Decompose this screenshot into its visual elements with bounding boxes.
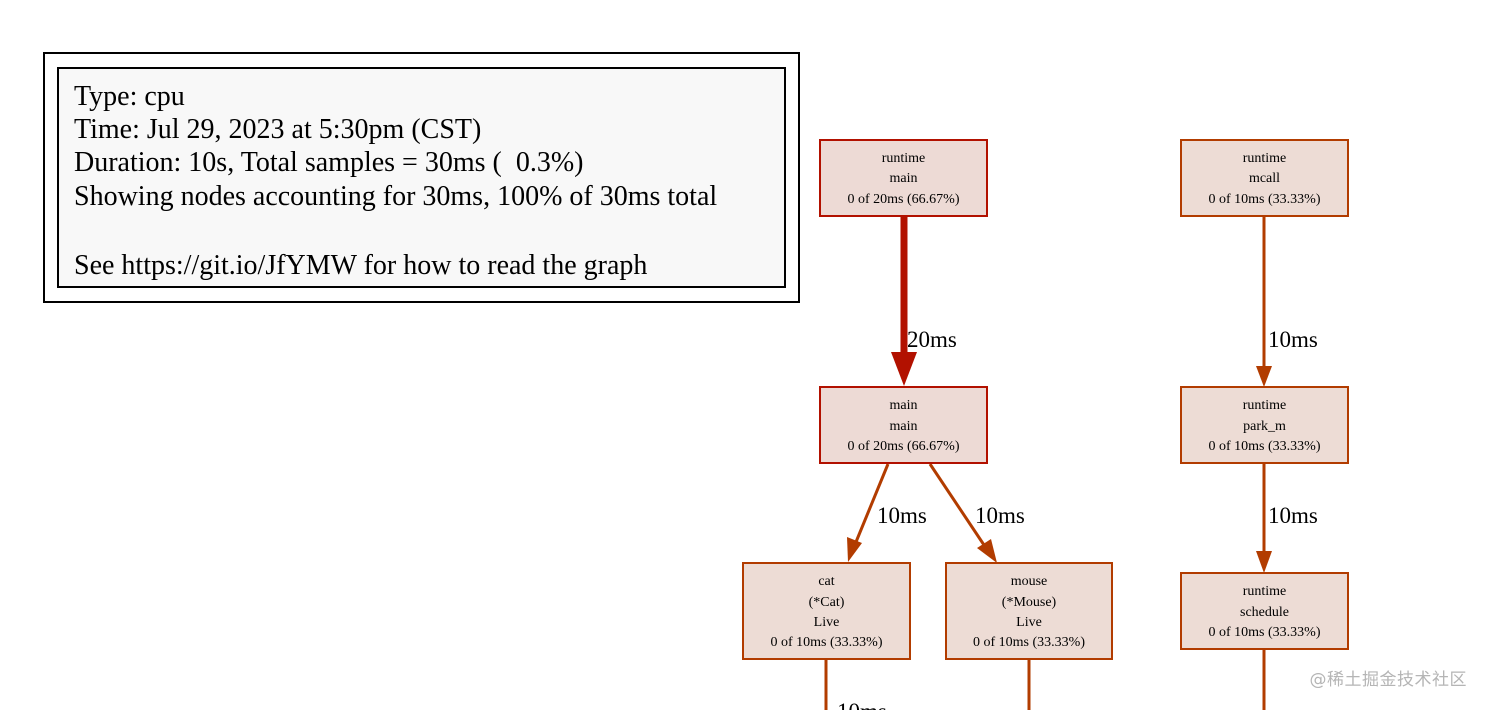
node-line: 0 of 10ms (33.33%) <box>1209 439 1321 454</box>
edge-label: 10ms <box>975 503 1025 528</box>
edge-main-main-to-cat[interactable] <box>854 463 890 543</box>
node-line: park_m <box>1243 419 1286 434</box>
legend-showing: Showing nodes accounting for 30ms, 100% … <box>74 181 717 212</box>
edges: 20ms 10ms 10ms 10ms 10ms 10ms <box>824 216 1318 710</box>
nodes: runtime main 0 of 20ms (66.67%) runtime … <box>742 139 1349 660</box>
legend-duration: Duration: 10s, Total samples = 30ms ( 0.… <box>74 147 583 178</box>
node-line: (*Cat) <box>809 595 845 610</box>
edge-main-main-to-mouse[interactable] <box>928 463 986 546</box>
edge-label: 20ms <box>907 327 957 352</box>
node-line: mouse <box>1011 574 1048 589</box>
node-mouse-live[interactable]: mouse (*Mouse) Live 0 of 10ms (33.33%) <box>945 562 1113 660</box>
node-runtime-main[interactable]: runtime main 0 of 20ms (66.67%) <box>819 139 988 217</box>
node-line: Live <box>1016 615 1042 630</box>
legend-inner-box <box>57 67 786 288</box>
node-line: 0 of 10ms (33.33%) <box>771 635 883 650</box>
edge-label: 10ms <box>837 699 887 710</box>
node-runtime-park-m[interactable]: runtime park_m 0 of 10ms (33.33%) <box>1180 386 1349 464</box>
node-line: 0 of 10ms (33.33%) <box>1209 625 1321 640</box>
legend-type: Type: cpu <box>74 81 185 112</box>
legend: Type: cpu Time: Jul 29, 2023 at 5:30pm (… <box>43 52 800 303</box>
edge-arrowhead <box>847 537 862 562</box>
node-line: Live <box>814 615 840 630</box>
node-line: (*Mouse) <box>1002 595 1057 610</box>
node-line: main <box>890 171 918 186</box>
node-line: 0 of 10ms (33.33%) <box>1209 192 1321 207</box>
edge-arrowhead <box>977 539 997 563</box>
legend-time: Time: Jul 29, 2023 at 5:30pm (CST) <box>74 114 481 145</box>
node-line: runtime <box>1243 584 1287 599</box>
node-cat-live[interactable]: cat (*Cat) Live 0 of 10ms (33.33%) <box>742 562 911 660</box>
node-line: 0 of 10ms (33.33%) <box>973 635 1085 650</box>
node-runtime-schedule[interactable]: runtime schedule 0 of 10ms (33.33%) <box>1180 572 1349 650</box>
edge-label: 10ms <box>877 503 927 528</box>
node-line: 0 of 20ms (66.67%) <box>848 192 960 207</box>
node-line: runtime <box>882 151 926 166</box>
watermark: @稀土掘金技术社区 <box>1309 670 1467 690</box>
node-line: runtime <box>1243 398 1287 413</box>
edge-arrowhead <box>1256 366 1272 387</box>
node-line: 0 of 20ms (66.67%) <box>848 439 960 454</box>
node-line: cat <box>818 574 834 589</box>
edge-label: 10ms <box>1268 503 1318 528</box>
node-line: schedule <box>1240 605 1289 620</box>
edge-label: 10ms <box>1268 327 1318 352</box>
node-main-main[interactable]: main main 0 of 20ms (66.67%) <box>819 386 988 464</box>
node-line: mcall <box>1249 171 1280 186</box>
edge-arrowhead <box>891 352 917 386</box>
node-line: main <box>890 398 918 413</box>
edge-arrowhead <box>1256 551 1272 573</box>
node-runtime-mcall[interactable]: runtime mcall 0 of 10ms (33.33%) <box>1180 139 1349 217</box>
node-line: main <box>890 419 918 434</box>
legend-see-link: See https://git.io/JfYMW for how to read… <box>74 250 647 281</box>
node-line: runtime <box>1243 151 1287 166</box>
